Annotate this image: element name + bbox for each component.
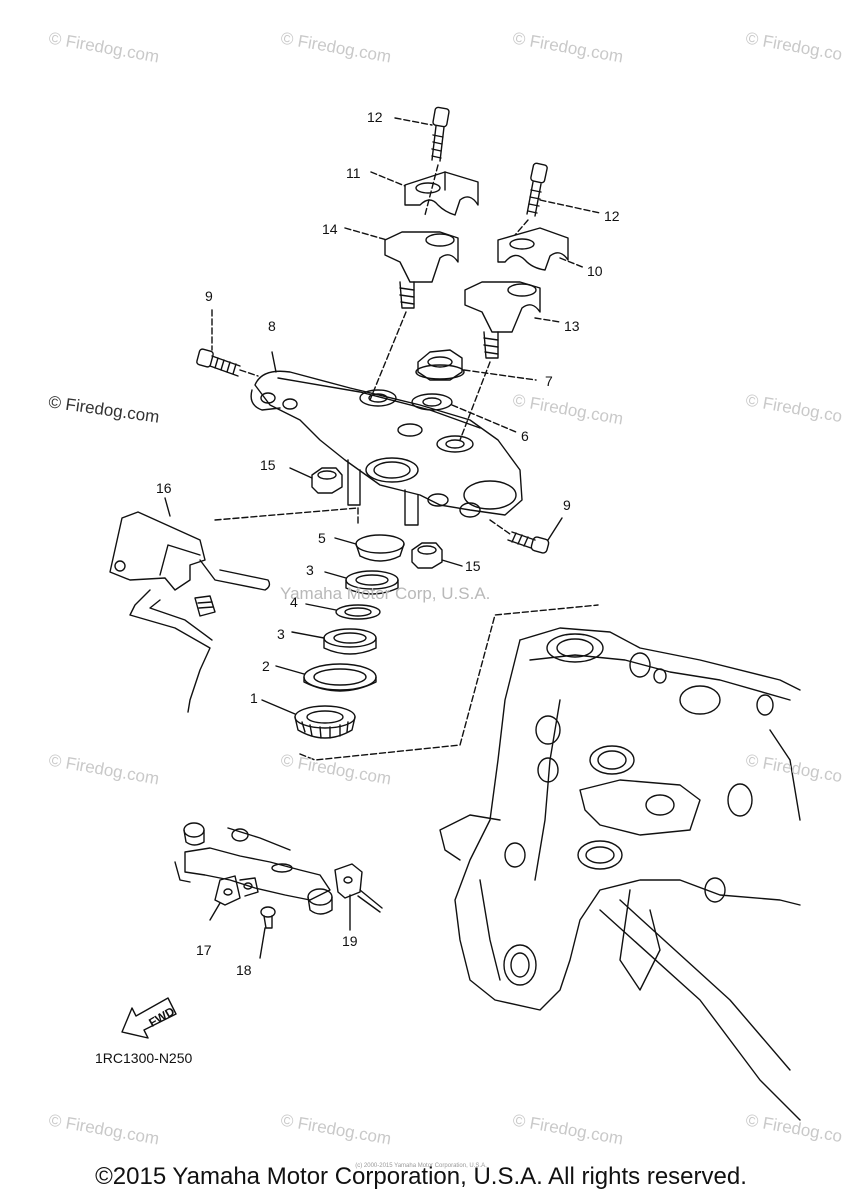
callout-6: 6 <box>521 428 529 444</box>
clamp-11 <box>404 171 479 216</box>
bolt-12-right <box>526 162 548 217</box>
seal-cover-2 <box>303 663 377 692</box>
bearing-1 <box>294 705 356 739</box>
callout-15: 15 <box>260 457 276 473</box>
callout-12: 12 <box>604 208 620 224</box>
callout-10: 10 <box>587 263 603 279</box>
callout-18: 18 <box>236 962 252 978</box>
callout-2: 2 <box>262 658 270 674</box>
copyright-footer: ©2015 Yamaha Motor Corporation, U.S.A. A… <box>95 1163 747 1190</box>
callout-5: 5 <box>318 530 326 546</box>
callout-3: 3 <box>277 626 285 642</box>
callout-1: 1 <box>250 690 258 706</box>
callout-19: 19 <box>342 933 358 949</box>
callout-13: 13 <box>564 318 580 334</box>
forward-arrow-icon <box>121 997 177 1039</box>
nut-15-left <box>311 467 343 494</box>
bolt-9-right <box>507 531 550 554</box>
washer-4 <box>335 604 381 620</box>
bolt-9-left <box>196 348 241 377</box>
callout-3: 3 <box>306 562 314 578</box>
callout-7: 7 <box>545 373 553 389</box>
callout-9: 9 <box>563 497 571 513</box>
sensor-bracket-assembly <box>174 822 383 929</box>
cover-5 <box>355 534 405 562</box>
callout-9: 9 <box>205 288 213 304</box>
callout-14: 14 <box>322 221 338 237</box>
callout-11: 11 <box>346 165 361 181</box>
ring-nut-3-lower <box>323 628 377 655</box>
upper-bracket-8 <box>250 370 523 526</box>
frame-assembly <box>439 627 801 1121</box>
nut-15-right <box>411 542 443 569</box>
callout-8: 8 <box>268 318 276 334</box>
ring-nut-3-upper <box>345 570 399 595</box>
footer-small-print: (c) 2000-2015 Yamaha Motor Corporation, … <box>355 1163 487 1169</box>
callout-15: 15 <box>465 558 481 574</box>
nut-7 <box>415 349 465 381</box>
bracket-16 <box>109 511 271 713</box>
center-watermark: Yamaha Motor Corp, U.S.A. <box>280 584 491 603</box>
diagram-part-code: 1RC1300-N250 <box>95 1050 193 1066</box>
clamp-10 <box>497 227 569 271</box>
handlebar-holder-14 <box>384 231 459 309</box>
callout-17: 17 <box>196 942 212 958</box>
handlebar-holder-13 <box>464 281 541 359</box>
callout-16: 16 <box>156 480 172 496</box>
bolt-12-left <box>431 106 450 162</box>
callout-4: 4 <box>290 594 298 610</box>
callout-12: 12 <box>367 109 383 125</box>
